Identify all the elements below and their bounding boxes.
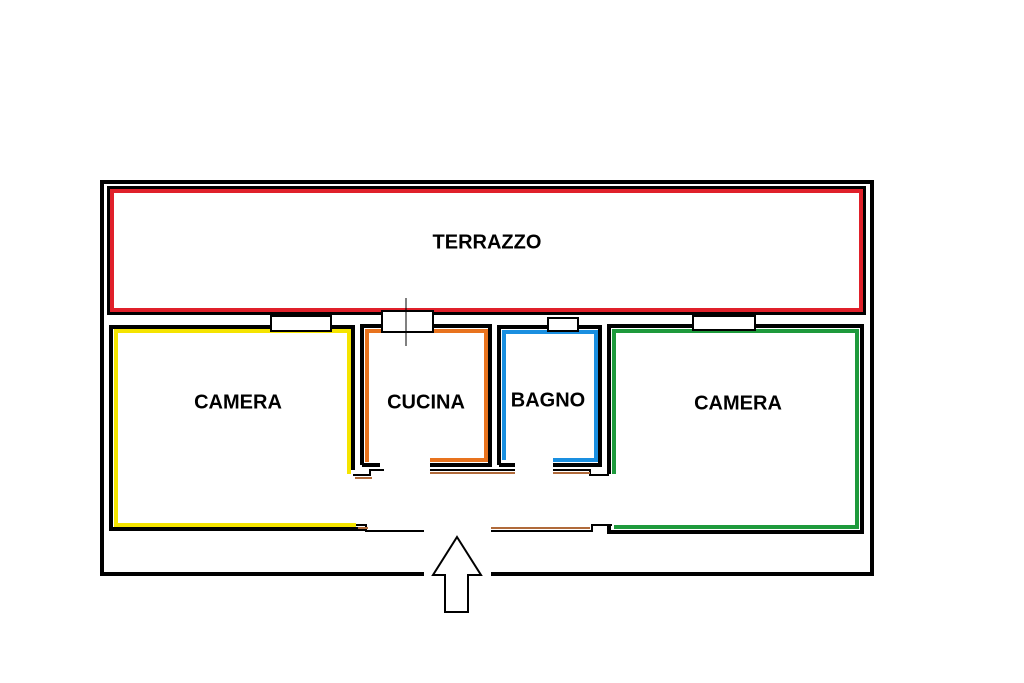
room-label-camera-left: CAMERA <box>194 391 282 413</box>
room-camera-left: CAMERA <box>109 325 366 531</box>
room-label-cucina: CUCINA <box>387 391 465 413</box>
outer-wall <box>100 180 874 576</box>
room-terrazzo: TERRAZZO <box>107 186 866 315</box>
room-label-camera-right: CAMERA <box>694 392 782 414</box>
corridor-walls <box>353 469 612 532</box>
room-label-terrazzo: TERRAZZO <box>433 231 542 253</box>
room-cucina: CUCINA <box>360 324 492 467</box>
room-camera-right: CAMERA <box>607 324 864 534</box>
room-label-bagno: BAGNO <box>511 389 585 411</box>
window-camera-left <box>270 315 332 332</box>
window-cucina <box>381 310 434 333</box>
room-bagno: BAGNO <box>497 325 602 467</box>
window-camera-right <box>692 315 756 331</box>
entrance-arrow-icon <box>431 535 483 613</box>
window-bagno <box>547 317 579 332</box>
windows <box>270 310 756 333</box>
